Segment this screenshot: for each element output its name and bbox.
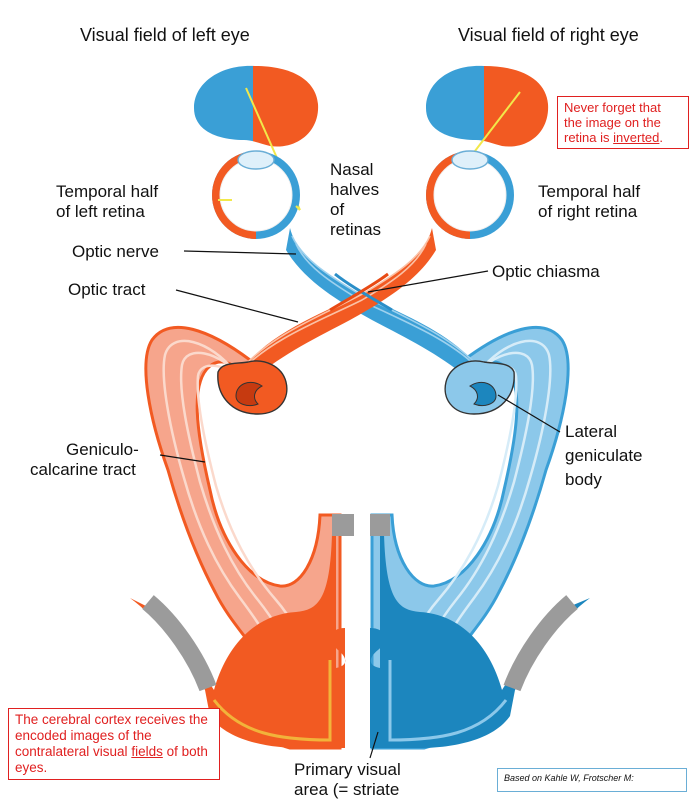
cortex-note-underlined: fields: [131, 744, 163, 759]
left-lateral-geniculate-body: [218, 361, 287, 414]
source-credit: Based on Kahle W, Frotscher M:: [497, 768, 687, 792]
temporal-left-label-line2: of left retina: [56, 202, 145, 222]
nasal-label-line3: of: [330, 200, 344, 220]
retina-note-underlined: inverted: [613, 130, 659, 145]
left-cortex-cut-gray: [332, 514, 354, 536]
cortex-note: The cerebral cortex receives the encoded…: [8, 708, 220, 780]
optic-tract-label: Optic tract: [68, 280, 145, 300]
right-lateral-geniculate-body: [445, 361, 514, 414]
retina-note-end: .: [659, 130, 663, 145]
lateral-geniculate-label-line2: geniculate: [565, 446, 643, 466]
temporal-left-label-line1: Temporal half: [56, 182, 158, 202]
left-visual-field-title: Visual field of left eye: [80, 24, 250, 46]
temporal-right-label-line1: Temporal half: [538, 182, 640, 202]
nasal-label-line1: Nasal: [330, 160, 373, 180]
retina-inverted-note: Never forget that the image on the retin…: [557, 96, 689, 149]
geniculo-label-line2: calcarine tract: [30, 460, 136, 480]
lateral-geniculate-label-line3: body: [565, 470, 602, 490]
nasal-label-line2: halves: [330, 180, 379, 200]
lateral-geniculate-label-line1: Lateral: [565, 422, 617, 442]
right-cortex-cut-gray: [370, 514, 390, 536]
right-visual-field-title: Visual field of right eye: [458, 24, 639, 46]
primary-visual-label-line1: Primary visual: [294, 760, 401, 780]
geniculo-label-line1: Geniculo-: [66, 440, 139, 460]
nasal-label-line4: retinas: [330, 220, 381, 240]
right-eye: [426, 151, 514, 239]
left-eye: [212, 151, 300, 239]
optic-chiasma-label: Optic chiasma: [492, 262, 600, 282]
temporal-right-label-line2: of right retina: [538, 202, 637, 222]
optic-nerve-label: Optic nerve: [72, 242, 159, 262]
primary-visual-label-line2: area (= striate: [294, 780, 399, 800]
